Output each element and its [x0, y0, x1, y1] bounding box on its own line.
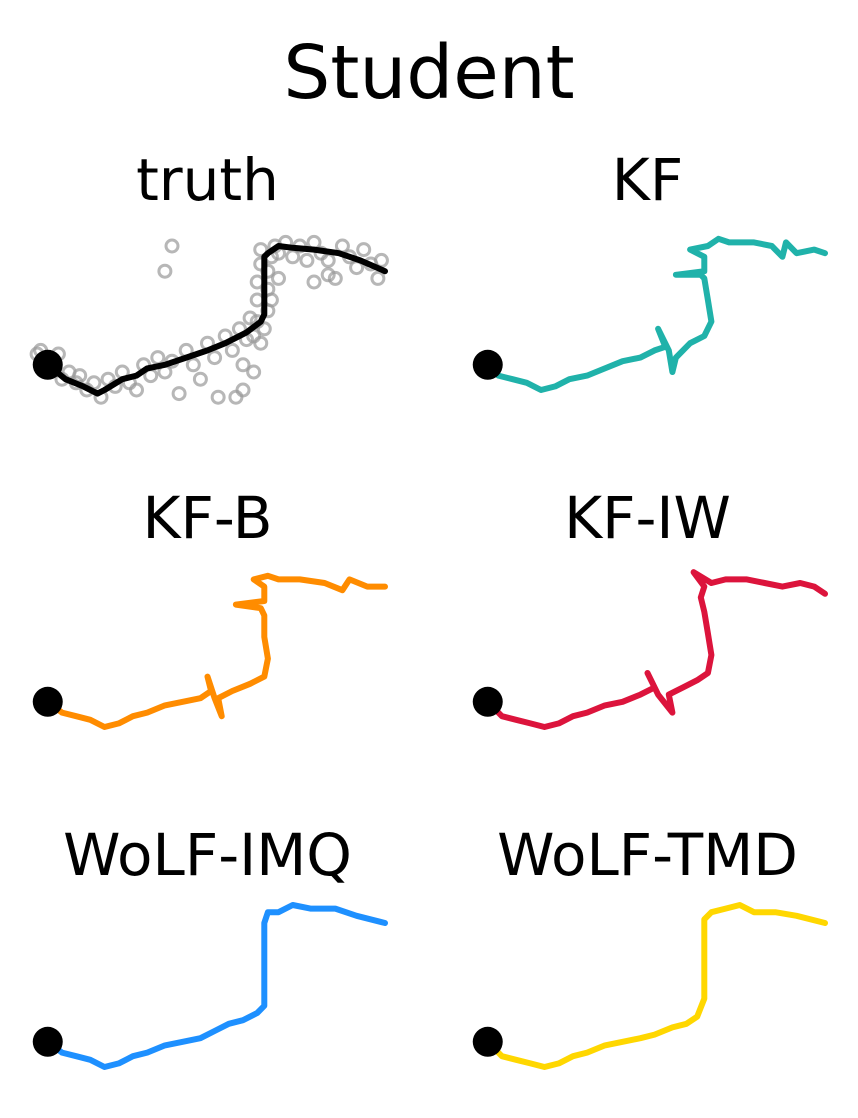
subplot-title-truth: truth — [136, 146, 279, 214]
start-marker-kf-b — [32, 686, 63, 717]
observation-point-70 — [246, 364, 262, 380]
observation-point-66 — [320, 267, 336, 283]
observation-point-40 — [253, 242, 269, 258]
figure-title: Student — [283, 30, 574, 116]
subplot-wolf-tmd: WoLF-TMD — [472, 821, 828, 1070]
observation-point-22 — [171, 386, 187, 402]
observation-point-65 — [306, 274, 322, 290]
observation-point-49 — [271, 270, 286, 286]
subplot-grid: truth KF KF-B KF-IW WoLF-IMQ WoLF-TMD — [29, 146, 828, 1070]
subplot-kf: KF — [472, 146, 828, 393]
trajectory-line-kf-b — [44, 572, 388, 730]
observation-point-56 — [320, 252, 336, 268]
trajectory-line-kf — [484, 235, 828, 393]
subplot-truth: truth — [29, 146, 389, 405]
observation-point-63 — [370, 270, 386, 286]
start-marker-kf-iw — [472, 686, 503, 717]
subplot-kf-iw: KF-IW — [472, 484, 828, 730]
trajectory-line-kf-iw — [484, 569, 828, 730]
observation-point-61 — [356, 242, 372, 258]
start-marker-truth — [32, 349, 63, 380]
observation-point-19 — [150, 350, 166, 366]
subplot-title-wolf-imq: WoLF-IMQ — [63, 821, 352, 889]
subplot-title-kf-iw: KF-IW — [564, 484, 731, 552]
trajectory-line-truth — [44, 243, 388, 397]
observation-point-28 — [210, 389, 226, 405]
observation-point-71 — [235, 382, 251, 398]
observation-point-30 — [224, 342, 240, 358]
subplot-wolf-imq: WoLF-IMQ — [32, 821, 388, 1070]
observation-point-53 — [299, 252, 315, 268]
observation-point-41 — [256, 321, 272, 337]
observation-point-68 — [157, 263, 173, 279]
observation-point-67 — [164, 238, 180, 254]
observation-point-72 — [228, 389, 244, 405]
observation-point-27 — [207, 350, 223, 366]
start-marker-kf — [472, 349, 503, 380]
observation-point-25 — [192, 371, 208, 387]
subplot-kf-b: KF-B — [32, 484, 388, 730]
observation-point-8 — [72, 368, 88, 384]
trajectory-line-wolf-imq — [44, 902, 388, 1070]
start-marker-wolf-tmd — [472, 1026, 503, 1057]
subplot-title-kf-b: KF-B — [142, 484, 272, 552]
observation-point-32 — [235, 357, 251, 373]
subplot-title-kf: KF — [612, 146, 683, 214]
observation-point-24 — [185, 357, 201, 373]
trajectory-line-wolf-tmd — [484, 902, 828, 1070]
observation-point-16 — [129, 382, 144, 398]
observation-point-69 — [253, 335, 269, 351]
subplot-title-wolf-tmd: WoLF-TMD — [497, 821, 798, 889]
start-marker-wolf-imq — [32, 1026, 63, 1057]
